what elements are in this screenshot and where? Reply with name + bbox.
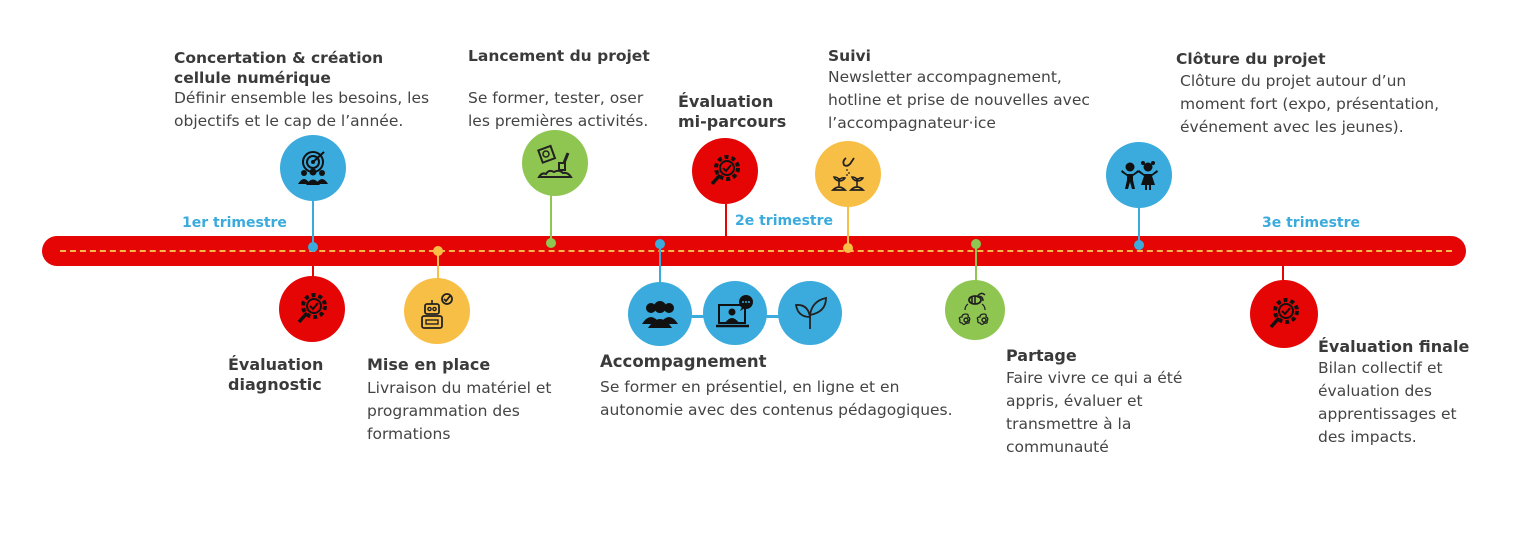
children-playing-icon (1106, 142, 1172, 208)
milestone-description: Faire vivre ce qui a été appris, évaluer… (1006, 367, 1182, 459)
desc-line: des impacts. (1318, 428, 1417, 446)
title-line: diagnostic (228, 375, 322, 394)
timeline-dot (546, 238, 556, 248)
desc-line: communauté (1006, 438, 1109, 456)
group-people-icon (628, 282, 692, 346)
milestone-description: Newsletter accompagnement, hotline et pr… (828, 66, 1090, 135)
trimester-label-1: 1er trimestre (182, 215, 287, 231)
title-line: Concertation & création (174, 49, 384, 67)
milestone-description: Bilan collectif et évaluation des appren… (1318, 357, 1457, 449)
milestone-title: Suivi (828, 47, 871, 65)
milestone-description: Définir ensemble les besoins, les object… (174, 87, 429, 133)
timeline-dot (843, 243, 853, 253)
title-line: mi-parcours (678, 112, 787, 131)
connector-stem (437, 252, 439, 280)
milestone-title: Lancement du projet (468, 47, 650, 65)
seed-packet-trowel-icon (522, 130, 588, 196)
milestone-title: Évaluation mi-parcours (678, 92, 786, 132)
desc-line: Bilan collectif et (1318, 359, 1443, 377)
timeline-dot (308, 242, 318, 252)
title-line: cellule numérique (174, 69, 331, 87)
milestone-title: Mise en place (367, 355, 491, 374)
desc-line: moment fort (expo, présentation, (1180, 95, 1440, 113)
desc-line: Se former en présentiel, en ligne et en (600, 378, 900, 396)
milestone-title: Clôture du projet (1176, 50, 1326, 68)
connector-stem (725, 204, 727, 238)
trimester-label-3: 3e trimestre (1262, 215, 1361, 231)
target-team-icon (280, 135, 346, 201)
desc-line: Définir ensemble les besoins, les (174, 89, 430, 107)
timeline-dot (655, 239, 665, 249)
desc-line: Livraison du matériel et (367, 379, 552, 397)
connector-stem (312, 200, 314, 245)
title-line: Évaluation (228, 355, 324, 374)
connector-stem (847, 207, 849, 245)
milestone-description: Clôture du projet autour d’un moment for… (1180, 70, 1439, 139)
desc-line: appris, évaluer et (1006, 392, 1143, 410)
video-call-icon (703, 281, 767, 345)
robot-check-icon (404, 278, 470, 344)
milestone-title: Concertation & création cellule numériqu… (174, 48, 383, 88)
connector-stem (975, 245, 977, 282)
desc-line: formations (367, 425, 451, 443)
desc-line: autonomie avec des contenus pédagogiques… (600, 401, 953, 419)
connector-stem (1282, 266, 1284, 282)
bee-pollination-icon (945, 280, 1005, 340)
milestone-description: Se former en présentiel, en ligne et en … (600, 376, 953, 422)
desc-line: transmettre à la (1006, 415, 1132, 433)
timeline-dot (1134, 240, 1144, 250)
connector-stem (312, 266, 314, 278)
desc-line: évaluation des (1318, 382, 1432, 400)
gear-magnifier-check-icon (1250, 280, 1318, 348)
hand-sowing-seeds-icon (815, 141, 881, 207)
desc-line: Clôture du projet autour d’un (1180, 72, 1407, 90)
connector-stem (550, 195, 552, 243)
gear-magnifier-check-icon (692, 138, 758, 204)
milestone-title: Accompagnement (600, 352, 767, 371)
desc-line: programmation des (367, 402, 520, 420)
timeline-dashed-line (60, 250, 1452, 252)
timeline-dot (433, 246, 443, 256)
desc-line: Se former, tester, oser (468, 89, 644, 107)
sprout-icon (778, 281, 842, 345)
milestone-description: Livraison du matériel et programmation d… (367, 377, 551, 446)
desc-line: Newsletter accompagnement, (828, 68, 1062, 86)
desc-line: apprentissages et (1318, 405, 1457, 423)
milestone-title: Évaluation diagnostic (228, 355, 323, 395)
desc-line: les premières activités. (468, 112, 649, 130)
milestone-title: Évaluation finale (1318, 337, 1470, 356)
gear-magnifier-check-icon (279, 276, 345, 342)
desc-line: Faire vivre ce qui a été (1006, 369, 1183, 387)
trimester-label-2: 2e trimestre (735, 213, 834, 229)
desc-line: événement avec les jeunes). (1180, 118, 1404, 136)
timeline-dot (971, 239, 981, 249)
title-line: Évaluation (678, 92, 774, 111)
connector-stem (1138, 207, 1140, 243)
desc-line: l’accompagnateur·ice (828, 114, 996, 132)
desc-line: hotline et prise de nouvelles avec (828, 91, 1090, 109)
desc-line: objectifs et le cap de l’année. (174, 112, 404, 130)
milestone-title: Partage (1006, 346, 1077, 365)
connector-stem (659, 245, 661, 285)
milestone-description: Se former, tester, oser les premières ac… (468, 87, 648, 133)
